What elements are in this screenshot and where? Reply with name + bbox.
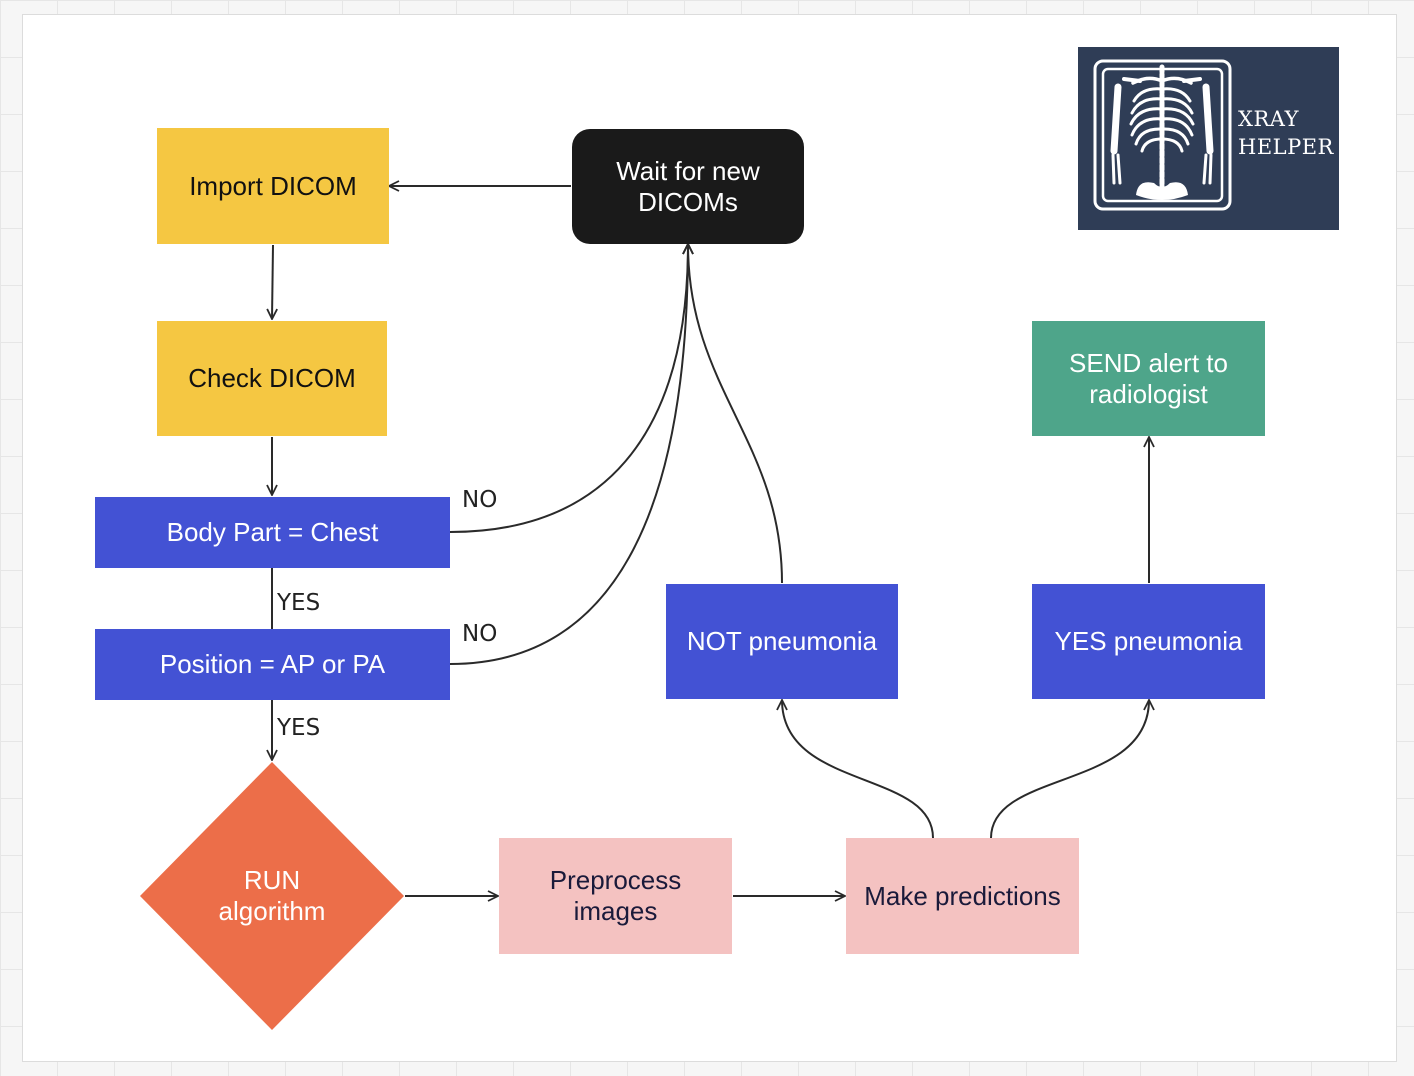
import-dicom-node: Import DICOM <box>157 128 389 244</box>
skeleton-xray-icon <box>1093 59 1232 211</box>
preprocess-images-node: Preprocess images <box>499 838 732 954</box>
xray-helper-logo: XRAY HELPER <box>1078 47 1339 230</box>
body-part-no-label: NO <box>462 487 498 513</box>
run-algorithm-label: RUN algorithm <box>218 865 326 926</box>
make-predictions-node: Make predictions <box>846 838 1079 954</box>
wait-for-dicoms-node: Wait for new DICOMs <box>572 129 804 244</box>
not-pneumonia-node: NOT pneumonia <box>666 584 898 699</box>
position-no-label: NO <box>462 621 498 647</box>
position-ap-pa-node: Position = AP or PA <box>95 629 450 700</box>
position-yes-label: YES <box>277 715 321 741</box>
body-part-chest-node: Body Part = Chest <box>95 497 450 568</box>
check-dicom-node: Check DICOM <box>157 321 387 436</box>
logo-text-line2: HELPER <box>1238 135 1334 159</box>
logo-text-line1: XRAY <box>1238 107 1299 131</box>
run-algorithm-diamond <box>140 762 404 1030</box>
body-part-yes-label: YES <box>277 590 321 616</box>
send-alert-node: SEND alert to radiologist <box>1032 321 1265 436</box>
yes-pneumonia-node: YES pneumonia <box>1032 584 1265 699</box>
